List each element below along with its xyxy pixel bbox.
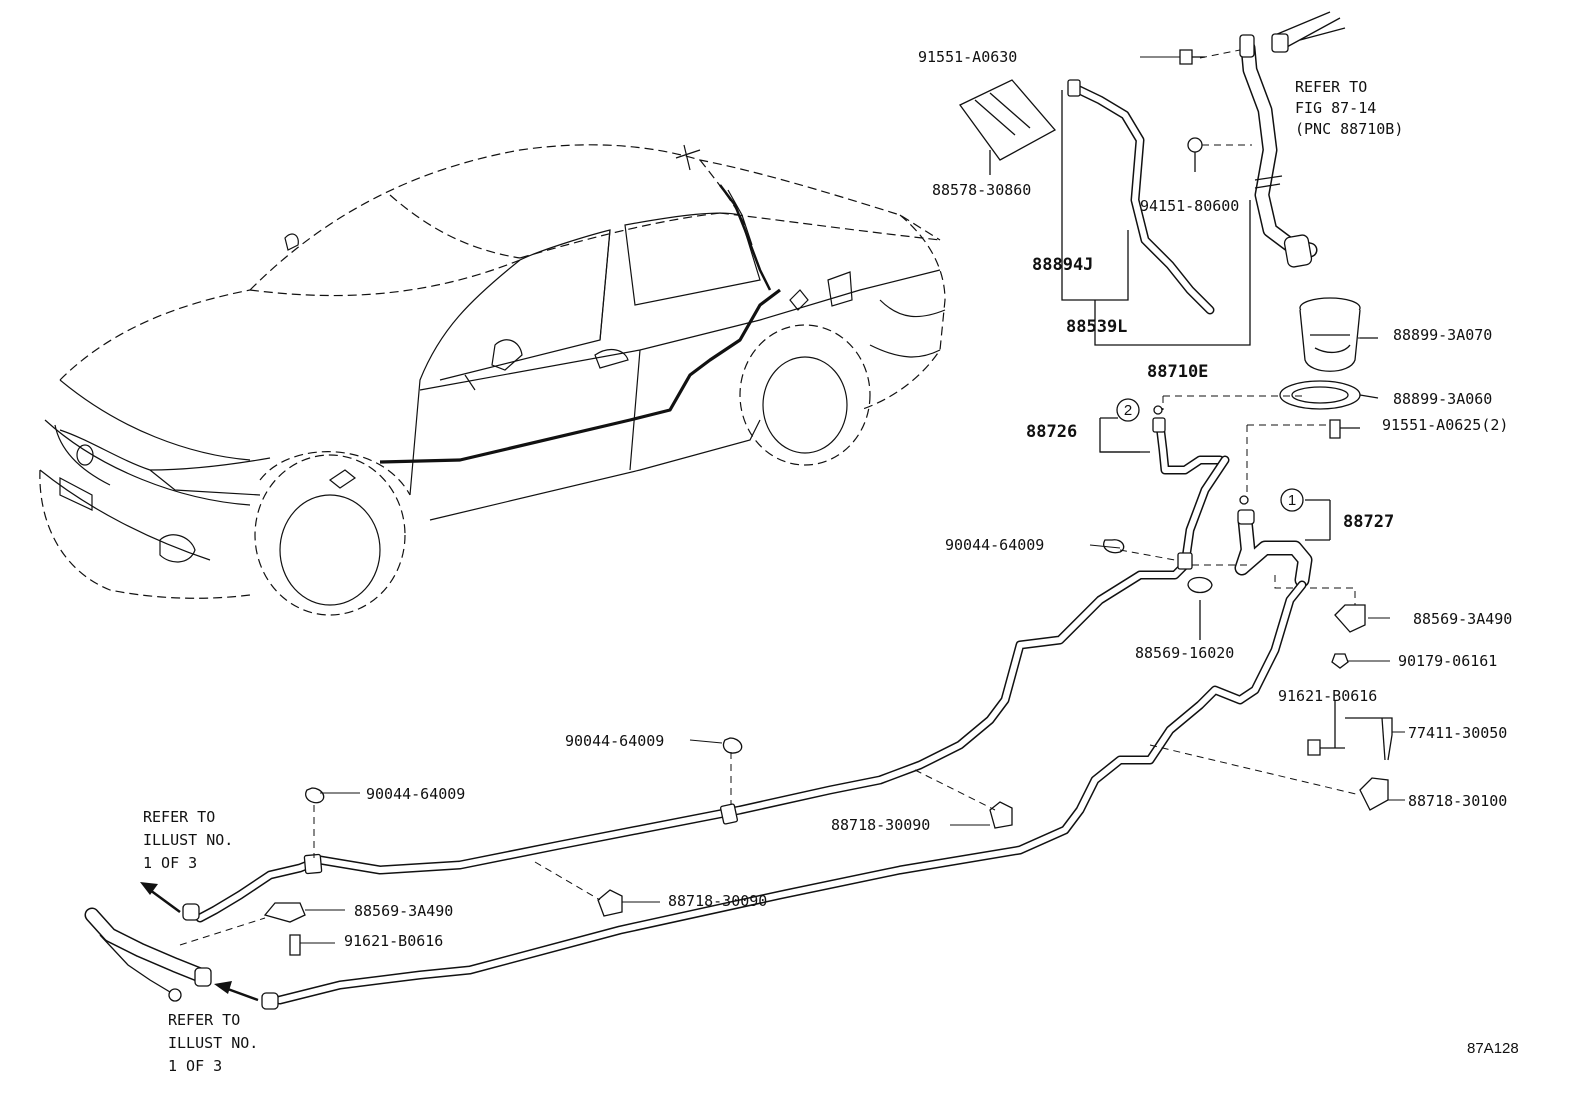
part-label-88718-30090-right[interactable]: 88718-30090 — [831, 816, 930, 834]
part-label-88726[interactable]: 88726 — [1026, 422, 1077, 442]
callout-2: 2 — [1116, 398, 1140, 422]
svg-text:REFER TO: REFER TO — [168, 1011, 240, 1029]
refer-note-top: REFER TO FIG 87-14 (PNC 88710B) — [1295, 78, 1403, 138]
callout-1: 1 — [1280, 488, 1304, 512]
clamps-clips — [179, 539, 1393, 956]
refer-note-left-lower: REFER TO ILLUST NO. 1 OF 3 — [168, 1011, 258, 1075]
svg-text:1 OF 3: 1 OF 3 — [143, 854, 197, 872]
part-label-90179-06161[interactable]: 90179-06161 — [1398, 652, 1497, 670]
part-label-90044-64009-top[interactable]: 90044-64009 — [945, 536, 1044, 554]
hose-assemblies — [1099, 405, 1356, 610]
part-label-91621-B0616-left[interactable]: 91621-B0616 — [344, 932, 443, 950]
svg-text:REFER TO: REFER TO — [143, 808, 215, 826]
part-label-88578-30860[interactable]: 88578-30860 — [932, 181, 1031, 199]
part-label-88539L[interactable]: 88539L — [1066, 317, 1127, 337]
fuel-lines — [84, 455, 1307, 1010]
refer-note-left-upper: REFER TO ILLUST NO. 1 OF 3 — [143, 808, 233, 872]
svg-text:REFER TO: REFER TO — [1295, 78, 1367, 96]
svg-text:ILLUST NO.: ILLUST NO. — [143, 831, 233, 849]
part-label-88710E[interactable]: 88710E — [1147, 362, 1208, 382]
part-label-77411-30050[interactable]: 77411-30050 — [1408, 724, 1507, 742]
part-label-88727[interactable]: 88727 — [1343, 512, 1394, 532]
part-label-88894J[interactable]: 88894J — [1032, 255, 1093, 275]
part-label-88899-3A070[interactable]: 88899-3A070 — [1393, 326, 1492, 344]
part-label-90044-64009-left[interactable]: 90044-64009 — [366, 785, 465, 803]
part-label-88569-3A490-right[interactable]: 88569-3A490 — [1413, 610, 1512, 628]
svg-text:1: 1 — [1288, 492, 1296, 509]
part-label-90044-64009-middle[interactable]: 90044-64009 — [565, 732, 664, 750]
car-illustration — [39, 144, 946, 616]
svg-text:2: 2 — [1124, 402, 1132, 419]
part-label-91551-A0630[interactable]: 91551-A0630 — [918, 48, 1017, 66]
part-label-91551-A0625[interactable]: 91551-A0625(2) — [1382, 416, 1508, 434]
part-label-94151-80600[interactable]: 94151-80600 — [1140, 197, 1239, 215]
part-label-88718-30090-left[interactable]: 88718-30090 — [668, 892, 767, 910]
part-label-88899-3A060[interactable]: 88899-3A060 — [1393, 390, 1492, 408]
svg-text:1 OF 3: 1 OF 3 — [168, 1057, 222, 1075]
part-label-88569-16020[interactable]: 88569-16020 — [1135, 644, 1234, 662]
filler-pipe-assembly — [959, 11, 1379, 500]
part-label-91621-B0616-right[interactable]: 91621-B0616 — [1278, 687, 1377, 705]
svg-text:(PNC 88710B): (PNC 88710B) — [1295, 120, 1403, 138]
svg-text:FIG 87-14: FIG 87-14 — [1295, 99, 1376, 117]
part-label-88718-30100[interactable]: 88718-30100 — [1408, 792, 1507, 810]
leader-lines — [300, 56, 1405, 944]
svg-text:ILLUST NO.: ILLUST NO. — [168, 1034, 258, 1052]
diagram-id: 87A128 — [1467, 1040, 1519, 1057]
part-label-88569-3A490-left[interactable]: 88569-3A490 — [354, 902, 453, 920]
